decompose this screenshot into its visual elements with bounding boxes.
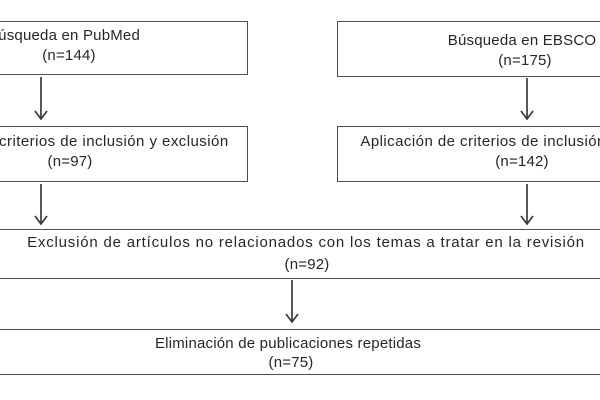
- criteria-right-label: Aplicación de criterios de inclusión y e…: [360, 133, 600, 150]
- elimination-label: Eliminación de publicaciones repetidas: [154, 335, 422, 352]
- pubmed-search-label: Búsqueda en PubMed: [0, 27, 141, 44]
- down-arrow-icon: [285, 280, 299, 323]
- elimination-count: (n=75): [268, 354, 314, 371]
- pubmed-search-box: [0, 21, 248, 75]
- criteria-left-count: (n=97): [47, 153, 93, 170]
- down-arrow-icon: [520, 184, 534, 225]
- pubmed-search-count: (n=144): [42, 47, 96, 64]
- down-arrow-icon: [34, 77, 48, 120]
- exclusion-box: [0, 229, 600, 279]
- criteria-left-label: Aplicación de criterios de inclusión y e…: [0, 133, 229, 150]
- ebsco-search-label: Búsqueda en EBSCO: [447, 32, 597, 49]
- ebsco-search-box: [337, 21, 600, 77]
- criteria-right-box: [337, 126, 600, 182]
- criteria-right-count: (n=142): [495, 153, 549, 170]
- exclusion-label: Exclusión de artículos no relacionados c…: [27, 234, 585, 251]
- down-arrow-icon: [34, 184, 48, 225]
- criteria-left-box: [0, 126, 248, 182]
- ebsco-search-count: (n=175): [498, 52, 552, 69]
- elimination-box: [0, 329, 600, 375]
- exclusion-count: (n=92): [284, 256, 330, 273]
- down-arrow-icon: [520, 78, 534, 120]
